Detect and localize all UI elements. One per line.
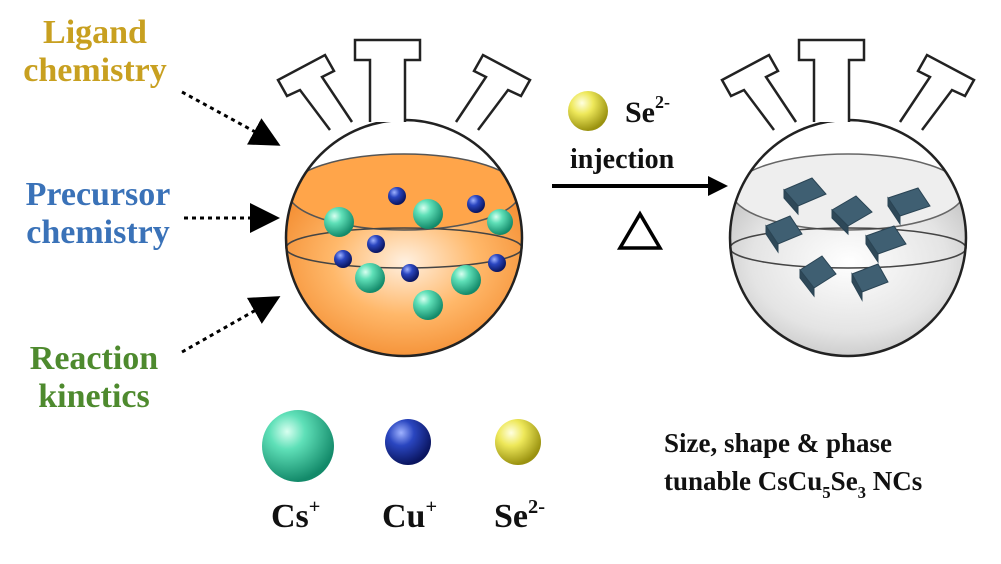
legend-cs-label: Cs+ [271, 496, 321, 535]
legend-se-label: Se2- [494, 496, 545, 535]
product-description: Size, shape & phase tunable CsCu5Se3 NCs [664, 424, 922, 504]
reaction-arrow-main [552, 91, 728, 250]
legend-spheres [262, 410, 541, 482]
right-flask [720, 38, 976, 358]
ligand-line2: chemistry [23, 52, 167, 89]
ligand-chemistry-label: Ligand chemistry [10, 14, 180, 90]
left-flask [276, 38, 532, 358]
precursor-line1: Precursor [25, 176, 171, 213]
reaction-kinetics-label: Reaction kinetics [14, 340, 174, 416]
reaction-line2: kinetics [38, 378, 150, 415]
legend-se-sphere [495, 419, 541, 465]
reaction-arrow [181, 296, 281, 354]
legend-cs-sphere [262, 410, 334, 482]
legend-cu-sphere [385, 419, 431, 465]
product-line1: Size, shape & phase [664, 428, 893, 458]
heat-triangle [616, 210, 664, 250]
reaction-line1: Reaction [29, 340, 159, 377]
factor-arrows [181, 90, 281, 354]
nanocrystals [765, 177, 931, 302]
precursor-ions [324, 187, 513, 320]
se-reagent-label: Se2- [625, 92, 670, 129]
precursor-chemistry-label: Precursor chemistry [8, 176, 188, 252]
injection-label: injection [570, 144, 675, 175]
product-line2: tunable CsCu5Se3 NCs [664, 466, 923, 502]
precursor-line2: chemistry [26, 214, 170, 251]
center-neck [353, 38, 422, 122]
se-reagent-sphere [568, 91, 608, 131]
legend-cu-label: Cu+ [382, 496, 438, 535]
ligand-line1: Ligand [43, 14, 147, 51]
ligand-arrow [181, 90, 281, 146]
